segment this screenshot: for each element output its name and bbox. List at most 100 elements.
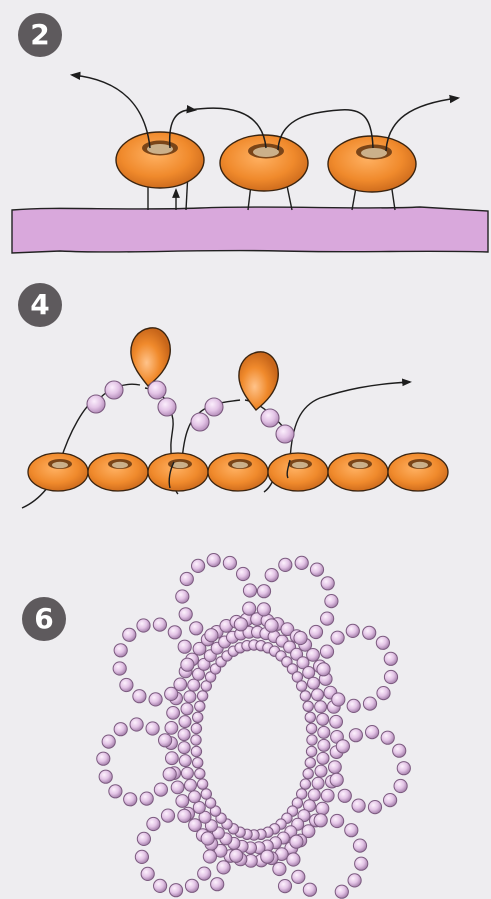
seed-bead <box>295 556 308 569</box>
seed-bead <box>353 839 366 852</box>
seed-bead <box>146 722 159 735</box>
seed-bead <box>191 723 201 733</box>
seed-bead <box>137 832 150 845</box>
seed-bead <box>312 689 324 701</box>
seed-bead <box>234 618 247 631</box>
seed-bead <box>303 667 315 679</box>
rondelle-bead <box>116 132 204 188</box>
seed-bead <box>300 691 310 701</box>
rondelle-bead <box>88 453 148 491</box>
seed-bead <box>329 761 342 774</box>
seed-bead <box>338 789 351 802</box>
seed-bead <box>243 584 256 597</box>
seed-bead <box>325 595 338 608</box>
seed-bead <box>207 554 220 567</box>
seed-bead <box>198 867 211 880</box>
seed-bead <box>140 792 153 805</box>
step-badge-2: 2 <box>18 13 62 57</box>
rondelle-bead <box>148 453 208 491</box>
seed-bead <box>290 835 303 848</box>
seed-bead <box>184 691 196 703</box>
seed-bead <box>330 773 343 786</box>
seed-bead <box>109 785 122 798</box>
seed-bead <box>147 817 160 830</box>
seed-bead <box>300 779 310 789</box>
seed-bead <box>384 794 397 807</box>
seed-bead <box>178 809 191 822</box>
seed-bead <box>345 824 358 837</box>
seed-bead <box>178 729 190 741</box>
seed-bead <box>223 556 236 569</box>
seed-bead <box>312 777 324 789</box>
seed-bead <box>189 819 202 832</box>
seed-bead <box>197 691 207 701</box>
seed-bead <box>310 563 323 576</box>
rondelle-bead <box>328 136 416 192</box>
seed-bead <box>97 752 110 765</box>
seed-bead <box>185 879 198 892</box>
seed-bead <box>193 758 203 768</box>
seed-bead <box>397 762 410 775</box>
seed-bead <box>308 677 320 689</box>
seed-bead <box>166 752 179 765</box>
seed-bead <box>179 755 191 767</box>
seed-bead <box>190 622 203 635</box>
seed-bead <box>316 802 329 815</box>
seed-bead <box>306 746 316 756</box>
seed-bead <box>181 767 193 779</box>
seed-bead <box>384 670 397 683</box>
seed-bead <box>321 789 334 802</box>
seed-bead <box>321 577 334 590</box>
seed-bead <box>159 734 172 747</box>
seed-bead <box>265 569 278 582</box>
seed-bead <box>195 701 205 711</box>
seed-bead <box>181 703 193 715</box>
rondelle-bead <box>388 453 448 491</box>
seed-bead <box>305 758 315 768</box>
seed-bead <box>178 742 190 754</box>
seed-bead <box>205 629 218 642</box>
seed-bead <box>243 602 256 615</box>
seed-bead <box>355 857 368 870</box>
seed-bead <box>363 626 376 639</box>
seed-bead <box>303 701 313 711</box>
seed-bead <box>305 712 315 722</box>
seed-bead <box>347 699 360 712</box>
rondelle-bead <box>220 135 308 191</box>
seed-bead <box>376 636 389 649</box>
rondelle-row <box>28 453 448 491</box>
seed-bead <box>315 765 327 777</box>
rondelle-bead <box>208 453 268 491</box>
seed-bead <box>124 793 137 806</box>
seed-bead <box>176 795 189 808</box>
seed-bead <box>154 783 167 796</box>
seed-bead <box>331 631 344 644</box>
seed-bead <box>192 559 205 572</box>
seed-bead <box>307 735 317 745</box>
seed-bead <box>306 723 316 733</box>
seed-bead <box>273 862 286 875</box>
seed-bead <box>257 603 270 616</box>
beaded-ring <box>97 554 411 899</box>
seed-bead <box>167 707 180 720</box>
drop-bead <box>131 328 170 386</box>
seed-bead <box>197 779 207 789</box>
seed-bead <box>154 879 167 892</box>
seed-bead <box>320 645 333 658</box>
seed-bead <box>168 626 181 639</box>
seed-bead <box>394 779 407 792</box>
seed-bead <box>237 567 250 580</box>
seed-bead <box>381 731 394 744</box>
seed-bead <box>368 801 381 814</box>
seed-bead <box>211 878 224 891</box>
seed-bead <box>257 585 270 598</box>
seed-bead <box>303 769 313 779</box>
seed-bead <box>195 769 205 779</box>
seed-bead <box>130 718 143 731</box>
seed-bead <box>363 697 376 710</box>
seed-bead <box>230 849 243 862</box>
seed-bead <box>318 739 330 751</box>
seed-bead <box>336 740 349 753</box>
seed-bead <box>318 726 330 738</box>
seed-bead <box>331 814 344 827</box>
